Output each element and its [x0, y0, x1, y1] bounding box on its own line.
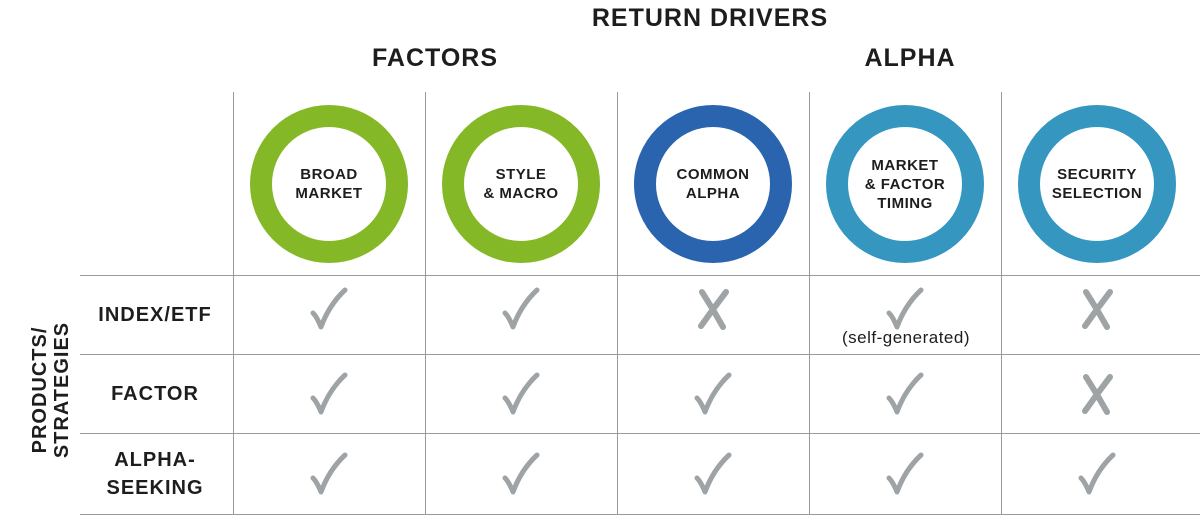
driver-circle-style-macro: STYLE & MACRO	[442, 105, 600, 263]
driver-label: BROAD MARKET	[295, 166, 363, 202]
check-icon	[299, 364, 359, 424]
driver-label: COMMON ALPHA	[676, 166, 750, 202]
driver-circle-common-alpha: COMMON ALPHA	[634, 105, 792, 263]
row-label-factor: FACTOR	[111, 383, 199, 405]
self-generated-note: (self-generated)	[841, 328, 970, 347]
driver-circle-security-selection: SECURITY SELECTION	[1018, 105, 1176, 263]
check-icon	[1067, 444, 1127, 504]
column-divider	[809, 92, 810, 515]
row-divider	[80, 433, 1200, 434]
check-icon	[491, 364, 551, 424]
row-divider	[80, 354, 1200, 355]
row-label-index-etf: INDEX/ETF	[98, 304, 212, 326]
side-label-line1: PRODUCTS/	[29, 327, 51, 454]
driver-circle-broad-market: BROAD MARKET	[250, 105, 408, 263]
row-label-alpha-seeking: ALPHA- SEEKING	[106, 449, 204, 499]
driver-label: STYLE & MACRO	[483, 166, 559, 202]
check-icon	[299, 279, 359, 339]
column-divider	[617, 92, 618, 515]
cross-icon	[1067, 364, 1127, 424]
side-label-line2: STRATEGIES	[51, 322, 73, 458]
products-strategies-label: PRODUCTS/ STRATEGIES	[29, 322, 73, 458]
row-divider	[80, 275, 1200, 276]
diagram-title: RETURN DRIVERS	[591, 4, 829, 32]
check-icon	[875, 444, 935, 504]
check-icon	[875, 364, 935, 424]
column-divider	[233, 92, 234, 515]
cross-icon	[683, 279, 743, 339]
row-divider	[80, 514, 1200, 515]
check-icon	[299, 444, 359, 504]
driver-circle-market-factor-timing: MARKET & FACTOR TIMING	[826, 105, 984, 263]
driver-label: SECURITY SELECTION	[1051, 166, 1143, 202]
check-icon	[875, 279, 935, 339]
driver-label: MARKET & FACTOR TIMING	[864, 156, 946, 212]
alpha-header: ALPHA	[864, 44, 956, 72]
check-icon	[491, 444, 551, 504]
cross-icon	[1067, 279, 1127, 339]
factors-header: FACTORS	[372, 44, 498, 72]
column-divider	[425, 92, 426, 515]
column-divider	[1001, 92, 1002, 515]
check-icon	[683, 364, 743, 424]
check-icon	[491, 279, 551, 339]
check-icon	[683, 444, 743, 504]
